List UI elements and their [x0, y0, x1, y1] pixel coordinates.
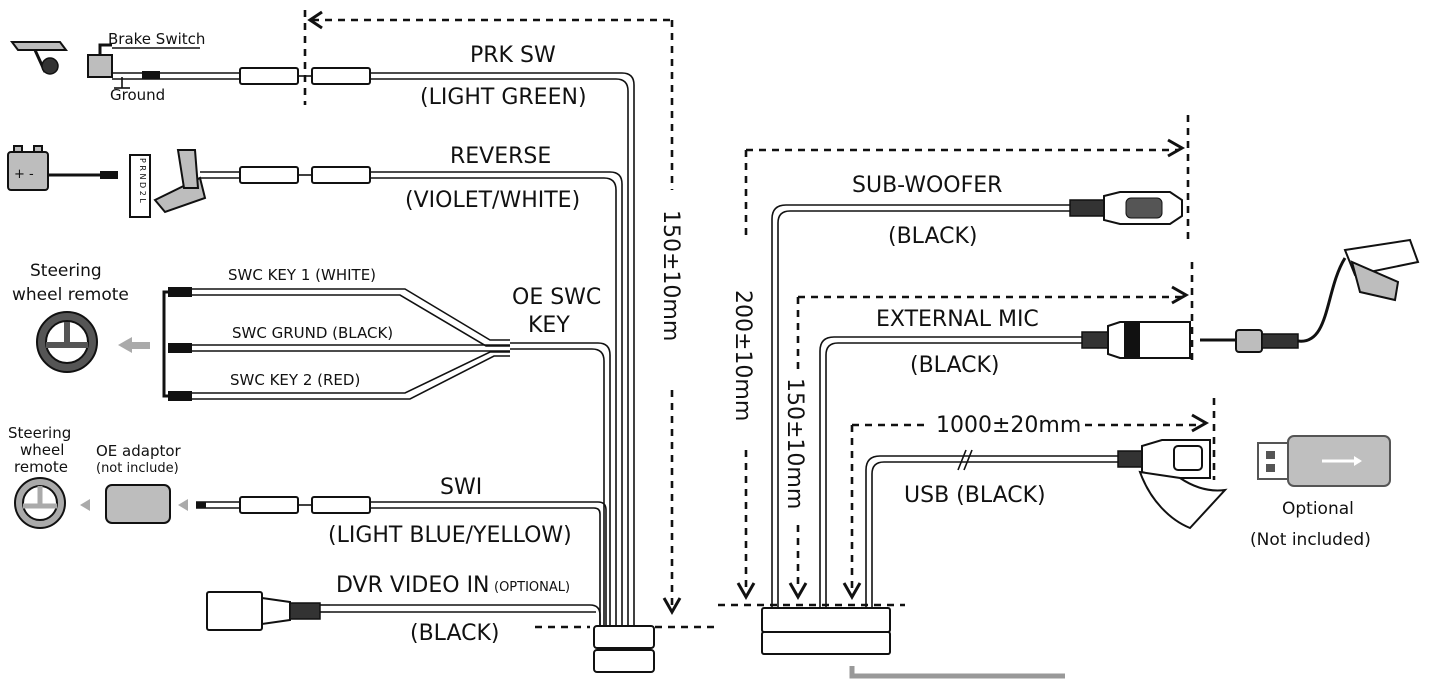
light-blue-yellow-label: (LIGHT BLUE/YELLOW) [328, 523, 572, 548]
swi-label: SWI [440, 475, 482, 500]
not-included-label: (Not included) [1250, 530, 1371, 550]
dimension-150-left-label: 150±10mm [658, 210, 683, 341]
swc-bracket [162, 287, 510, 401]
not-include-label: (not include) [96, 461, 179, 476]
steering-remote-2-line1: Steering [8, 424, 71, 442]
dvr-video-in-label: DVR VIDEO IN [336, 573, 490, 598]
dimension-150-left [303, 10, 720, 629]
sub-black-label: (BLACK) [888, 224, 977, 249]
dimension-150-right-label: 150±10mm [782, 378, 807, 509]
steering-remote-2-line3: remote [14, 458, 68, 476]
light-green-label: (LIGHT GREEN) [420, 85, 587, 110]
gear-shifter-icon [129, 149, 240, 218]
oe-swc-label-line1: OE SWC [512, 285, 601, 310]
steering-remote-1-line1: Steering [30, 261, 102, 281]
prk-sw-connector [239, 67, 371, 85]
dvr-connector [206, 591, 330, 631]
swi-connector [239, 496, 371, 514]
usb-black-label: USB (BLACK) [904, 483, 1046, 508]
brake-switch-icon [10, 41, 240, 89]
left-wire-bundle [330, 72, 635, 625]
dimension-200-label: 200±10mm [730, 290, 755, 421]
dvr-optional-label: (OPTIONAL) [494, 580, 570, 595]
steering-remote-1-line2: wheel remote [12, 285, 129, 305]
swc-key2-label: SWC KEY 2 (RED) [230, 371, 360, 389]
optional-label: Optional [1282, 499, 1354, 519]
reverse-label: REVERSE [450, 144, 551, 169]
dimension-1000-label: 1000±20mm [936, 413, 1081, 438]
external-mic-jack [1081, 321, 1191, 359]
brake-switch-label: Brake Switch [108, 30, 205, 48]
oe-adaptor-label: OE adaptor [96, 442, 182, 460]
dimension-200 [718, 115, 1190, 607]
subwoofer-rca-connector [1069, 191, 1183, 225]
steering-remote-2-line2: wheel [20, 441, 64, 459]
microphone-icon [1200, 238, 1420, 353]
usb-stick-icon [1257, 435, 1391, 487]
dimension-1000 [842, 398, 1216, 601]
external-mic-label: EXTERNAL MIC [876, 307, 1039, 332]
right-wire-bundle [771, 204, 1118, 608]
right-main-connector [761, 607, 1065, 679]
left-main-connector [593, 625, 655, 673]
sub-woofer-label: SUB-WOOFER [852, 173, 1002, 198]
mic-black-label: (BLACK) [910, 353, 999, 378]
dimension-150-right [788, 262, 1194, 601]
battery-polarity: + - [14, 167, 34, 182]
prk-sw-label: PRK SW [470, 43, 556, 68]
usb-plug [1117, 439, 1228, 530]
steering-wheel-1-icon [36, 311, 98, 373]
oe-swc-label-line2: KEY [528, 313, 570, 338]
oe-adaptor-box [105, 484, 240, 524]
swc-key1-label: SWC KEY 1 (WHITE) [228, 266, 376, 284]
violet-white-label: (VIOLET/WHITE) [405, 188, 580, 213]
reverse-connector [239, 166, 371, 184]
battery-icon [7, 145, 118, 191]
swc-grund-label: SWC GRUND (BLACK) [232, 324, 393, 342]
gear-letters: P R N D 2 L [138, 158, 147, 203]
arrow-to-steering-1 [118, 337, 150, 353]
ground-label: Ground [110, 86, 165, 104]
steering-wheel-2-icon [14, 477, 90, 529]
dvr-black-label: (BLACK) [410, 621, 499, 646]
